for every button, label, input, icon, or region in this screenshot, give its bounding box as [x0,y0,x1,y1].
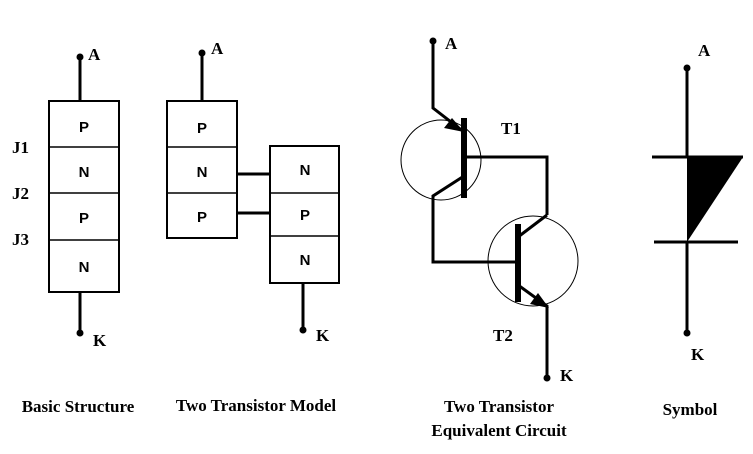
model-cathode-label: K [316,326,330,345]
t1-emitter-arrow [444,118,464,132]
model-lower-layer-3: N [300,252,311,269]
t2-label: T2 [493,326,513,345]
model-anode-terminal [198,49,206,57]
t2-envelope [487,215,579,307]
t2-collector-lead [517,213,548,239]
model-lower-layer-1: N [300,162,311,179]
equivalent-circuit-caption-line-2: Equivalent Circuit [431,421,567,440]
model-upper-layer-1: P [197,120,207,137]
t1-collector-to-t2-base [431,174,518,264]
basic-structure: A P N P N J1 J2 J3 K Basic Structure [12,45,135,416]
symbol-cathode-label: K [691,345,705,364]
model-lower-layer-2: P [300,207,310,224]
two-transistor-model: A P N P N P N K Two Transistor Model [166,39,340,415]
circuit-anode-label: A [445,34,458,53]
model-upper-layer-2: N [197,164,208,181]
model-cathode-terminal [299,326,307,334]
circuit-cathode-label: K [560,366,574,385]
basic-anode-terminal [76,53,84,61]
t2-emitter-arrow [530,293,549,308]
circuit-cathode-terminal [543,374,551,382]
basic-junction-label-3: J3 [12,230,29,249]
two-transistor-model-caption: Two Transistor Model [176,396,337,415]
basic-anode-label: A [88,45,101,64]
t1-envelope [400,119,482,201]
t1-base-to-t2-collector [464,155,549,215]
model-anode-label: A [211,39,224,58]
symbol-cathode-terminal [683,329,691,337]
basic-cathode-label: K [93,331,107,350]
symbol-triangle [687,157,743,242]
t1-emitter-lead [431,41,465,134]
equivalent-circuit-caption-line-1: Two Transistor [444,397,554,416]
model-upper-stack [166,100,238,239]
basic-layer-4: N [79,259,90,276]
basic-junction-label-2: J2 [12,184,29,203]
symbol-caption: Symbol [663,400,718,419]
basic-layer-3: P [79,210,89,227]
basic-layer-stack [48,100,120,293]
basic-layer-1: P [79,119,89,136]
model-upper-layer-3: P [197,209,207,226]
equivalent-circuit: A T1 T2 K Two Transistor Equivalent Circ… [400,34,579,440]
basic-structure-caption: Basic Structure [22,397,135,416]
thyristor-symbol: A K Symbol [652,41,743,419]
t1-label: T1 [501,119,521,138]
basic-junction-label-1: J1 [12,138,29,157]
t2-emitter-lead [517,283,549,378]
basic-cathode-terminal [76,329,84,337]
symbol-anode-label: A [698,41,711,60]
basic-layer-2: N [79,164,90,181]
